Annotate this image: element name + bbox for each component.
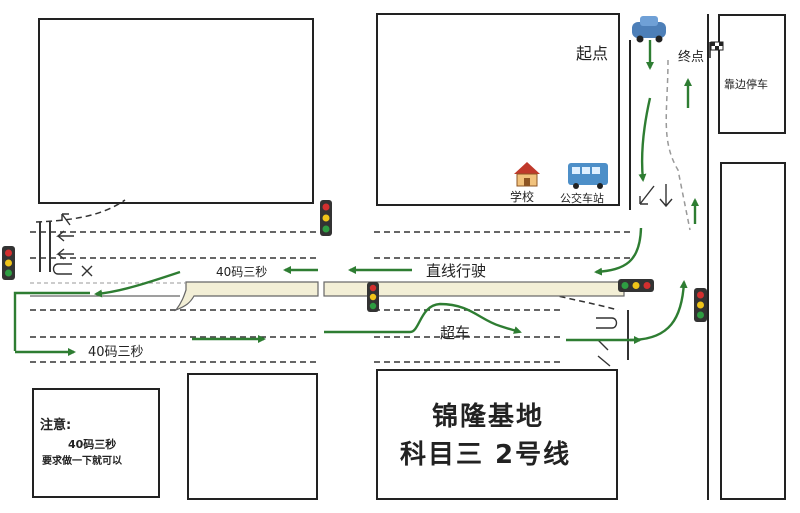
school-label: 学校 xyxy=(510,190,535,204)
u-turn-icon xyxy=(52,263,93,277)
car-icon xyxy=(632,16,666,43)
bus-icon xyxy=(568,163,608,189)
lower-lane-lines xyxy=(30,291,619,363)
lane-arrow-icon xyxy=(639,184,673,208)
bus-stop-label: 公交车站 xyxy=(560,192,604,205)
traffic-light-icon xyxy=(2,246,15,280)
block-right xyxy=(720,162,786,500)
median-left xyxy=(174,281,319,312)
speed-label-upper: 40码三秒 xyxy=(216,265,268,279)
note-title: 注意: xyxy=(40,418,72,433)
u-turn-icon xyxy=(596,317,618,367)
traffic-light-icon xyxy=(320,200,332,236)
straight-driving-label: 直线行驶 xyxy=(426,262,487,280)
pull-over-label: 靠边停车 xyxy=(724,78,768,91)
block-top-left xyxy=(38,18,314,204)
block-bottom-center xyxy=(376,369,618,500)
traffic-light-icon xyxy=(618,279,654,292)
driving-route xyxy=(13,40,699,356)
overtake-label: 超车 xyxy=(440,324,471,342)
block-bottom-left xyxy=(32,388,160,498)
lane-arrow-icon xyxy=(56,213,74,260)
traffic-light-icon xyxy=(694,288,707,322)
title-line-2: 科目三 2号线 xyxy=(400,440,572,470)
note-line-1: 40码三秒 xyxy=(68,438,117,451)
block-top-right xyxy=(718,14,786,134)
speed-label-lower: 40码三秒 xyxy=(88,345,144,360)
note-line-2: 要求做一下就可以 xyxy=(42,456,122,467)
traffic-light-icon xyxy=(367,282,379,312)
vertical-lane-divider xyxy=(665,59,691,231)
title-line-1: 锦隆基地 xyxy=(432,402,545,432)
flag-icon xyxy=(709,41,724,58)
stop-lines xyxy=(39,222,629,360)
end-label: 终点 xyxy=(678,50,705,65)
upper-lane-lines xyxy=(30,199,630,259)
block-bottom-middle xyxy=(187,373,318,500)
start-label: 起点 xyxy=(576,44,609,63)
house-icon xyxy=(514,162,540,187)
